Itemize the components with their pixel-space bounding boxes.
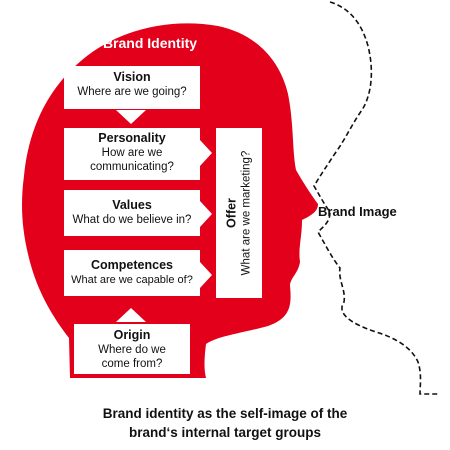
personality-title: Personality xyxy=(98,131,166,145)
offer-text: Offer What are we marketing? xyxy=(225,128,254,298)
arrow-up xyxy=(116,308,146,322)
arrow-right-values xyxy=(200,201,212,227)
vision-question: Where are we going? xyxy=(77,86,187,98)
vision-box: Vision Where are we going? xyxy=(64,66,200,109)
values-box: Values What do we believe in? xyxy=(64,190,200,236)
caption: Brand identity as the self-image of the … xyxy=(0,404,450,442)
personality-box: Personality How are we communicating? xyxy=(64,128,200,180)
origin-box: Origin Where do we come from? xyxy=(74,324,190,374)
values-title: Values xyxy=(112,198,152,212)
dashed-head-outline xyxy=(313,1,440,395)
values-question: What do we believe in? xyxy=(72,214,192,226)
vision-title: Vision xyxy=(113,70,151,84)
competences-title: Competences xyxy=(91,258,173,272)
origin-title: Origin xyxy=(113,328,151,342)
brand-identity-title: Brand Identity xyxy=(102,35,198,51)
competences-question: What are we capable of? xyxy=(71,274,193,286)
offer-title: Offer xyxy=(224,198,239,228)
competences-box: Competences What are we capable of? xyxy=(64,250,200,296)
offer-question: What are we marketing? xyxy=(240,150,253,276)
caption-line-2: brand‘s internal target groups xyxy=(128,425,322,440)
arrow-down xyxy=(116,110,146,124)
arrow-right-competences xyxy=(200,262,212,288)
brand-image-label: Brand Image xyxy=(318,204,397,219)
personality-question: How are we communicating? xyxy=(90,147,174,173)
arrow-right-personality xyxy=(200,140,212,166)
offer-box: Offer What are we marketing? xyxy=(216,128,262,298)
origin-question: Where do we come from? xyxy=(98,344,166,370)
caption-line-1: Brand identity as the self-image of the xyxy=(102,406,348,421)
